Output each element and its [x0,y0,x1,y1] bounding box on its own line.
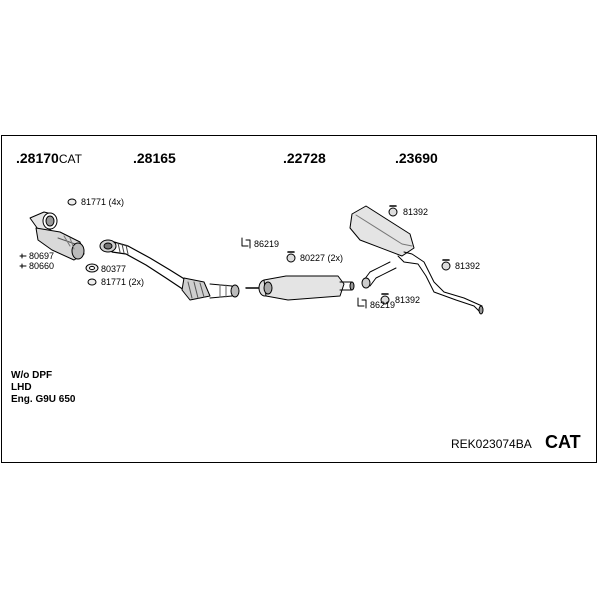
accessory-80227-2x: 80227 (2x) [300,253,344,263]
catalyst-tag: CAT [545,432,581,452]
rear-silencer-drawing [349,205,484,315]
middle-silencer-drawing [245,275,355,301]
accessory-80377: 80377 [101,264,127,274]
diagram-frame [1,135,597,463]
accessory-80697: 80697 [29,251,55,261]
accessory-81771-4x: 81771 (4x) [81,197,125,207]
part-number-middle-silencer: .22728 [283,150,326,166]
part-number-front-pipe: .28165 [133,150,176,166]
part-number-rear-silencer: .23690 [395,150,438,166]
accessory-86219-top: 86219 [254,239,280,249]
catalyst-drawing [29,211,85,261]
note-engine: Eng. G9U 650 [11,394,76,405]
accessory-81392-top: 81392 [403,207,429,217]
document-code: REK023074BA [451,437,532,451]
accessory-81392-bottom: 81392 [395,295,421,305]
note-lhd: LHD [11,382,32,393]
part-number-catalyst: .28170CAT [16,150,82,166]
accessory-80660: 80660 [29,261,55,271]
note-without-dpf: W/o DPF [11,370,53,381]
accessory-icons [19,198,451,309]
accessory-86219-bottom: 86219 [370,300,396,310]
accessory-81771-2x: 81771 (2x) [101,277,145,287]
accessory-81392-right: 81392 [455,261,481,271]
front-pipe-drawing [99,239,240,301]
